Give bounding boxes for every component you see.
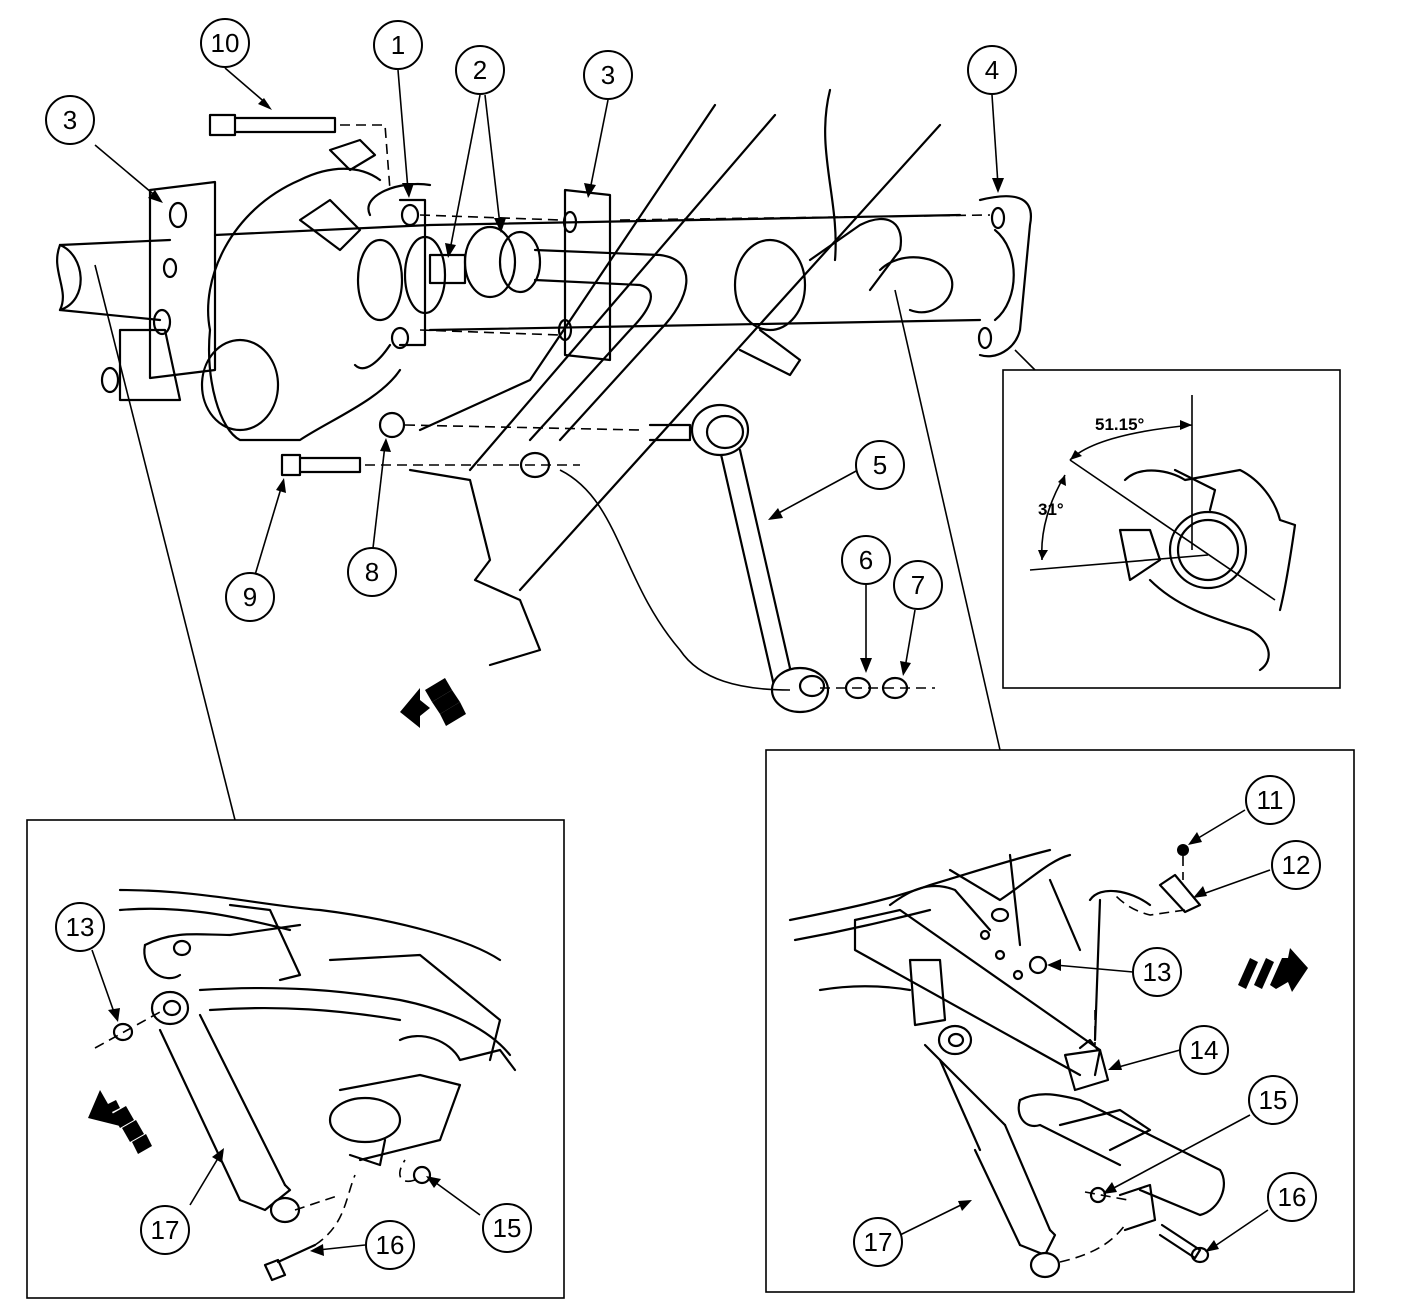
callout-l16: 16 <box>365 1220 415 1270</box>
callout-r17: 17 <box>853 1217 903 1267</box>
callout-r13: 13 <box>1132 947 1182 997</box>
angle-lower-label: 31° <box>1038 500 1064 519</box>
callout-number: 15 <box>1259 1085 1288 1115</box>
callout-number: 9 <box>243 582 257 612</box>
callout-l15: 15 <box>482 1203 532 1253</box>
callout-c10: 10 <box>200 18 250 68</box>
callout-number: 1 <box>391 30 405 60</box>
callout-r12: 12 <box>1271 840 1321 890</box>
callout-c7: 7 <box>893 560 943 610</box>
left-shock-inset <box>26 819 565 1299</box>
callout-circle <box>855 440 905 490</box>
callout-number: 2 <box>473 55 487 85</box>
callout-circle <box>225 572 275 622</box>
callout-circle <box>1248 1075 1298 1125</box>
callout-c4: 4 <box>967 45 1017 95</box>
callout-number: 8 <box>365 557 379 587</box>
callout-circle <box>140 1205 190 1255</box>
callout-number: 17 <box>864 1227 893 1257</box>
main-assembly <box>56 88 1036 821</box>
callout-number: 3 <box>63 105 77 135</box>
callout-circle <box>1132 947 1182 997</box>
callout-circle <box>967 45 1017 95</box>
callout-r11: 11 <box>1245 775 1295 825</box>
callout-circle <box>455 45 505 95</box>
callout-number: 16 <box>1278 1182 1307 1212</box>
callout-circle <box>841 535 891 585</box>
callout-c2: 2 <box>455 45 505 95</box>
callout-circle <box>347 547 397 597</box>
callout-r16: 16 <box>1267 1172 1317 1222</box>
callout-number: 12 <box>1282 850 1311 880</box>
callout-number: 15 <box>493 1213 522 1243</box>
callout-circle <box>853 1217 903 1267</box>
callout-circle <box>55 902 105 952</box>
angle-detail-inset: 51.15° 31° <box>1002 369 1341 689</box>
callout-number: 3 <box>601 60 615 90</box>
callout-number: 10 <box>211 28 240 58</box>
callout-number: 6 <box>859 545 873 575</box>
callout-l13: 13 <box>55 902 105 952</box>
callout-number: 16 <box>376 1230 405 1260</box>
callout-number: 7 <box>911 570 925 600</box>
callout-circle <box>1245 775 1295 825</box>
callout-c5: 5 <box>855 440 905 490</box>
callout-r15: 15 <box>1248 1075 1298 1125</box>
callout-l17: 17 <box>140 1205 190 1255</box>
callout-number: 11 <box>1257 785 1284 815</box>
callout-number: 13 <box>1143 957 1172 987</box>
callout-number: 5 <box>873 450 887 480</box>
right-shock-inset <box>765 749 1355 1293</box>
right-inset-leaders <box>899 809 1271 1252</box>
callout-circle <box>583 50 633 100</box>
callout-circle <box>373 20 423 70</box>
callout-number: 13 <box>66 912 95 942</box>
callout-c1: 1 <box>373 20 423 70</box>
callout-c3a: 3 <box>45 95 95 145</box>
left-inset-leaders <box>91 949 481 1256</box>
callout-number: 14 <box>1190 1035 1219 1065</box>
callout-circle <box>482 1203 532 1253</box>
callout-number: 4 <box>985 55 999 85</box>
callout-circle <box>1179 1025 1229 1075</box>
callout-circle <box>893 560 943 610</box>
callout-c6: 6 <box>841 535 891 585</box>
angle-upper-label: 51.15° <box>1095 415 1145 434</box>
callout-circle <box>200 18 250 68</box>
callout-number: 17 <box>151 1215 180 1245</box>
callout-circle <box>1271 840 1321 890</box>
callout-c8: 8 <box>347 547 397 597</box>
callout-c9: 9 <box>225 572 275 622</box>
callout-r14: 14 <box>1179 1025 1229 1075</box>
callout-circle <box>1267 1172 1317 1222</box>
callout-c3b: 3 <box>583 50 633 100</box>
callout-circle <box>45 95 95 145</box>
main-leaders <box>94 67 1004 676</box>
callout-circle <box>365 1220 415 1270</box>
